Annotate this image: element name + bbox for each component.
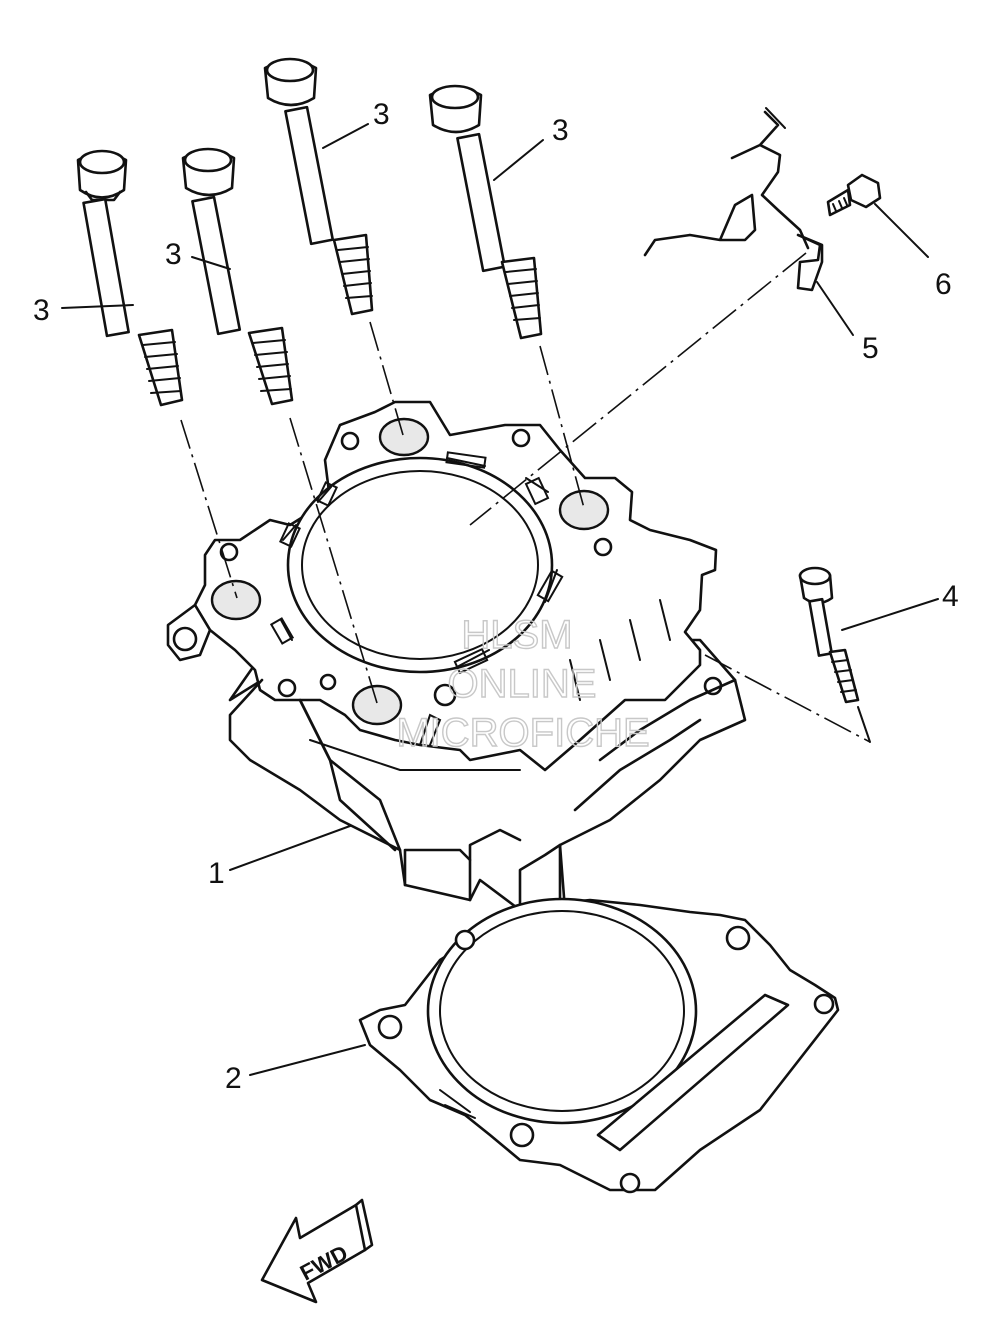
callout-1: 1 [208,857,225,890]
callout-leaders [61,123,939,1076]
bracket-guide-part [643,107,824,292]
callout-3-mid-left: 3 [165,238,182,271]
cylinder-bolt-2 [181,147,294,406]
watermark-line-2: ONLINE [448,662,597,706]
watermark-line-1: HLSM [461,613,572,657]
watermark: HLSM ONLINE MICROFICHE [396,612,651,755]
callout-3-mid-right: 3 [373,98,390,131]
cylinder-bolt-4 [428,84,543,340]
cylinder-base-gasket [358,897,840,1194]
assembly-lines [180,252,871,743]
forward-direction-arrow: FWD [260,1198,374,1304]
flange-bolt-part [826,173,882,217]
callout-2: 2 [225,1062,242,1095]
callout-3-right: 3 [552,114,569,147]
callout-5: 5 [862,332,879,365]
cylinder-bolt-1 [76,149,184,407]
watermark-line-3: MICROFICHE [396,711,649,755]
cylinder-bolt-3 [263,57,374,316]
cylinder-part [166,400,747,922]
callout-labels: 1 2 3 3 3 3 4 5 6 [33,98,959,1095]
callout-3-left: 3 [33,294,50,327]
callout-6: 6 [935,268,952,301]
socket-bolt-part [798,566,860,704]
callout-4: 4 [942,580,959,613]
